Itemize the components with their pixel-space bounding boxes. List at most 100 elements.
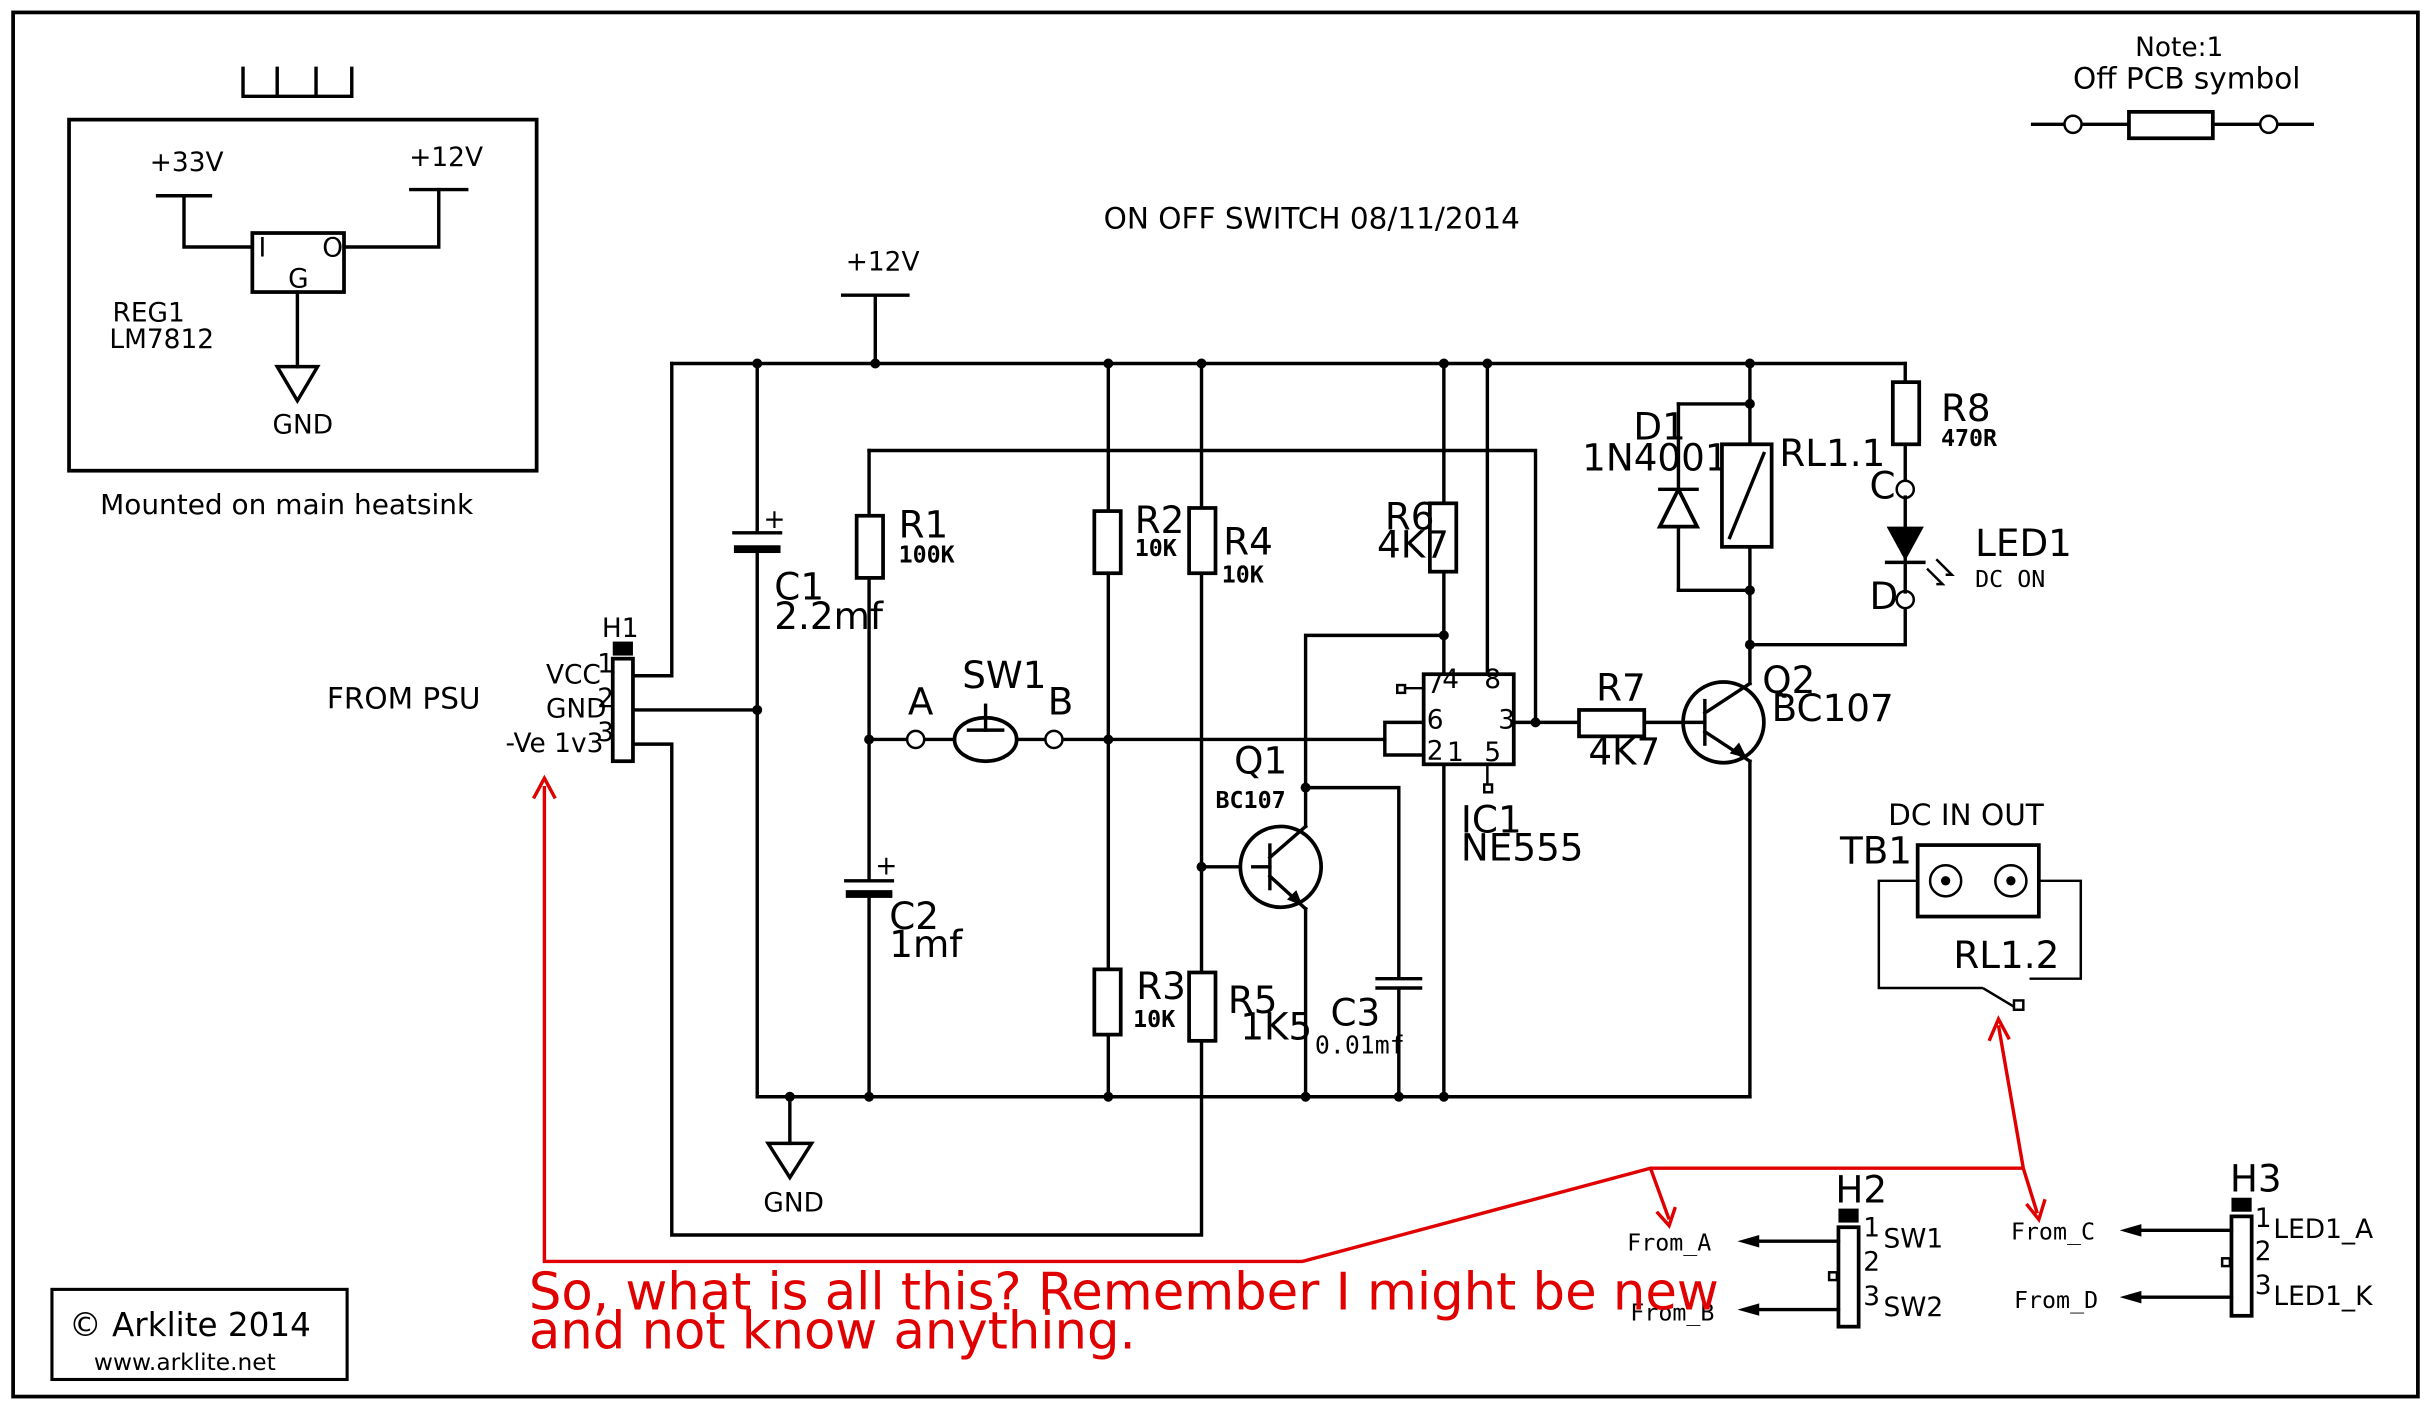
drawing-border	[11, 10, 2420, 1399]
reg-pin-o: O	[322, 232, 343, 263]
wiring	[629, 293, 1907, 1237]
copyright-text: © Arklite 2014	[69, 1306, 311, 1344]
h3-ref: H3	[2230, 1157, 2282, 1201]
r4-value: 10K	[1222, 562, 1264, 589]
annotation-arrows	[532, 774, 2047, 1264]
r7-ref: R7	[1596, 666, 1646, 710]
resistor-r6	[1428, 501, 1459, 574]
ic1-pin-5: 5	[1484, 737, 1501, 768]
transistor-q1: Q1 BC107	[1216, 739, 1324, 912]
sw1-a: A	[908, 680, 934, 724]
r5-ref: R5	[1228, 978, 1278, 1022]
h1-vcc: VCC	[546, 660, 601, 691]
r5-value: 1K5	[1240, 1004, 1312, 1048]
h2-from-b: From_B	[1630, 1299, 1714, 1326]
h1-pin-1: 1	[597, 649, 614, 680]
ic1-part: NE555	[1461, 826, 1584, 870]
h2-from-a: From_A	[1627, 1230, 1711, 1257]
ground-label: GND	[763, 1188, 824, 1219]
tb1-title: DC IN OUT	[1888, 798, 2045, 832]
d1-ref: D1	[1633, 405, 1685, 449]
capacitor-c2: + C2 1mf	[844, 851, 963, 966]
h2-pin-2: 2	[1863, 1247, 1880, 1278]
h2-pin-1: 1	[1863, 1213, 1880, 1244]
page-title: ON OFF SWITCH 08/11/2014	[1104, 201, 1520, 235]
sw1-ref: SW1	[962, 653, 1046, 697]
led1-d: D	[1870, 574, 1899, 618]
h3-led1-k: LED1_K	[2273, 1281, 2373, 1312]
tb1-ref: TB1	[1839, 829, 1912, 873]
h3-pin-2: 2	[2255, 1236, 2272, 1267]
rl11-ref: RL1.1	[1779, 431, 1885, 475]
h1-ve: -Ve 1v3	[506, 728, 604, 759]
relay-coil-rl11: RL1.1	[1720, 431, 1885, 549]
r7-value: 4K7	[1588, 729, 1660, 773]
r3-ref: R3	[1136, 964, 1186, 1008]
h3-header: H3 1 2 3 LED1_A LED1_K From_C From_D	[2011, 1157, 2373, 1318]
terminal-block-tb1: DC IN OUT TB1 RL1.2	[1839, 798, 2083, 1012]
capacitor-c3: C3 0.01mf	[1315, 976, 1423, 1059]
r3-value: 10K	[1133, 1006, 1175, 1033]
annotation-line-2: and not know anything.	[529, 1301, 1136, 1361]
ic1-pin-3: 3	[1498, 705, 1515, 736]
h2-sw1: SW1	[1883, 1223, 1943, 1254]
resistor-r8	[1890, 380, 1922, 447]
h1-ref: H1	[602, 613, 639, 644]
h2-sw2: SW2	[1883, 1292, 1943, 1323]
regulator-box: +33V +12V I O G GND REG1 LM7812	[67, 117, 539, 473]
resistor-r1	[854, 513, 885, 580]
ic1-ne555: 7 4 8 6 3 2 1 5 IC1 NE555	[1396, 664, 1584, 870]
r1-value: 100K	[899, 541, 955, 568]
resistor-r3	[1092, 967, 1123, 1037]
ic1-pin-4: 4	[1442, 664, 1459, 695]
resistor-r7	[1577, 708, 1647, 739]
copyright-url: www.arklite.net	[94, 1349, 276, 1376]
ground-icon	[764, 1141, 815, 1181]
from-psu-label: FROM PSU	[327, 681, 481, 715]
h1-pin-2: 2	[597, 683, 614, 714]
ic1-pin-6: 6	[1427, 705, 1444, 736]
led1-desc: DC ON	[1975, 566, 2045, 593]
c2-ref: C2	[889, 894, 939, 938]
r8-ref: R8	[1941, 386, 1991, 430]
ic1-ref: IC1	[1461, 798, 1522, 842]
r2-ref: R2	[1135, 498, 1185, 542]
c2-value: 1mf	[889, 922, 963, 966]
transistor-q2: Q2 BC107	[1681, 658, 1894, 765]
copyright-box: © Arklite 2014 www.arklite.net	[50, 1287, 349, 1382]
c1-ref: C1	[774, 565, 824, 609]
h3-pin-3: 3	[2255, 1270, 2272, 1301]
reg-ref: REG1	[113, 298, 185, 329]
note-text: Off PCB symbol	[2073, 62, 2300, 96]
q2-ref: Q2	[1762, 658, 1815, 702]
c3-ref: C3	[1330, 990, 1380, 1034]
h2-header: H2 1 2 3 SW1 SW2 From_A From_B	[1627, 1167, 1943, 1329]
heatsink-icon	[241, 66, 354, 99]
c2-plus: +	[875, 851, 897, 882]
ic1-pin-8: 8	[1484, 664, 1501, 695]
reg-part: LM7812	[109, 324, 214, 355]
h1-gnd: GND	[546, 694, 607, 725]
h2-ref: H2	[1835, 1167, 1887, 1211]
q2-part: BC107	[1772, 686, 1894, 730]
led1-ref: LED1	[1975, 521, 2072, 565]
r8-value: 470R	[1941, 425, 1998, 452]
reg-ground-icon	[274, 364, 321, 405]
regulator-caption: Mounted on main heatsink	[100, 488, 474, 521]
reg-pin-g: G	[288, 263, 308, 294]
r2-value: 10K	[1135, 535, 1177, 562]
resistor-r4	[1187, 506, 1218, 576]
h1-pin-3: 3	[597, 717, 614, 748]
r6-value: 4K7	[1377, 523, 1449, 567]
h3-pin-1: 1	[2255, 1203, 2272, 1234]
h1-header: H1 1 2 3 VCC GND -Ve 1v3	[506, 613, 639, 764]
led1-c: C	[1870, 464, 1896, 508]
c3-value: 0.01mf	[1315, 1030, 1405, 1059]
capacitor-c1: + C1 2.2mf	[732, 504, 884, 638]
rl12-contact: RL1.2	[1953, 933, 2059, 977]
d1-part: 1N4001	[1582, 436, 1728, 480]
q1-ref: Q1	[1234, 739, 1287, 783]
h3-from-d: From_D	[2014, 1287, 2098, 1314]
reg-gnd-label: GND	[273, 409, 334, 440]
